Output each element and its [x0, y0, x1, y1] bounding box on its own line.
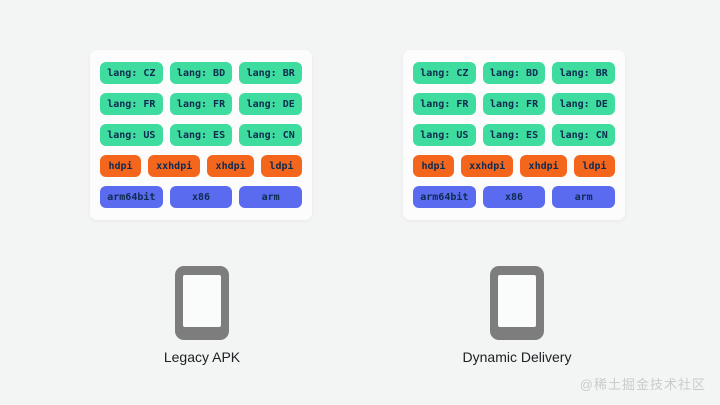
chip-row-abi: arm64bit x86 arm [413, 186, 616, 208]
chip-lang: lang: US [100, 124, 163, 146]
chip-density: hdpi [413, 155, 455, 177]
watermark-text: @稀土掘金技术社区 [579, 377, 706, 392]
chip-lang: lang: ES [169, 124, 233, 146]
chip-lang: lang: CN [239, 124, 303, 146]
chip-lang: lang: ES [482, 124, 546, 146]
chip-density: xxhdpi [148, 155, 201, 177]
chip-lang: lang: BD [169, 62, 233, 84]
chip-row-density: hdpi xxhdpi xhdpi ldpi [413, 155, 616, 177]
legacy-apk-label: Legacy APK [163, 349, 241, 365]
chip-lang: lang: BR [239, 62, 303, 84]
chip-abi: arm64bit [413, 186, 476, 208]
chip-lang: lang: DE [552, 93, 616, 115]
chip-lang: lang: BR [552, 62, 616, 84]
chip-lang: lang: CZ [100, 62, 163, 84]
phone-screen [183, 275, 221, 327]
chip-abi: arm64bit [100, 186, 163, 208]
chip-row-density: hdpi xxhdpi xhdpi ldpi [100, 155, 303, 177]
chip-density: xhdpi [520, 155, 567, 177]
chip-abi: x86 [482, 186, 546, 208]
phone-screen [498, 275, 536, 327]
chip-lang: lang: CZ [413, 62, 476, 84]
chip-density: xhdpi [207, 155, 254, 177]
chip-abi: x86 [169, 186, 233, 208]
chip-row-lang: lang: US lang: ES lang: CN [413, 124, 616, 146]
chip-lang: lang: FR [169, 93, 233, 115]
chip-density: xxhdpi [461, 155, 514, 177]
chip-abi: arm [239, 186, 303, 208]
chip-lang: lang: FR [482, 93, 546, 115]
chip-lang: lang: CN [552, 124, 616, 146]
chip-lang: lang: US [413, 124, 476, 146]
chip-lang: lang: DE [239, 93, 303, 115]
chip-lang: lang: FR [100, 93, 163, 115]
phone-icon [175, 266, 229, 340]
chip-row-lang: lang: US lang: ES lang: CN [100, 124, 303, 146]
chip-row-lang: lang: FR lang: FR lang: DE [413, 93, 616, 115]
chip-row-lang: lang: FR lang: FR lang: DE [100, 93, 303, 115]
chip-row-abi: arm64bit x86 arm [100, 186, 303, 208]
chip-row-lang: lang: CZ lang: BD lang: BR [413, 62, 616, 84]
dynamic-delivery-label: Dynamic Delivery [462, 349, 572, 365]
chip-density: hdpi [100, 155, 142, 177]
chip-abi: arm [552, 186, 616, 208]
chip-density: ldpi [260, 155, 303, 177]
chip-lang: lang: FR [413, 93, 476, 115]
chip-density: ldpi [573, 155, 616, 177]
chip-row-lang: lang: CZ lang: BD lang: BR [100, 62, 303, 84]
chip-lang: lang: BD [482, 62, 546, 84]
phone-icon [490, 266, 544, 340]
